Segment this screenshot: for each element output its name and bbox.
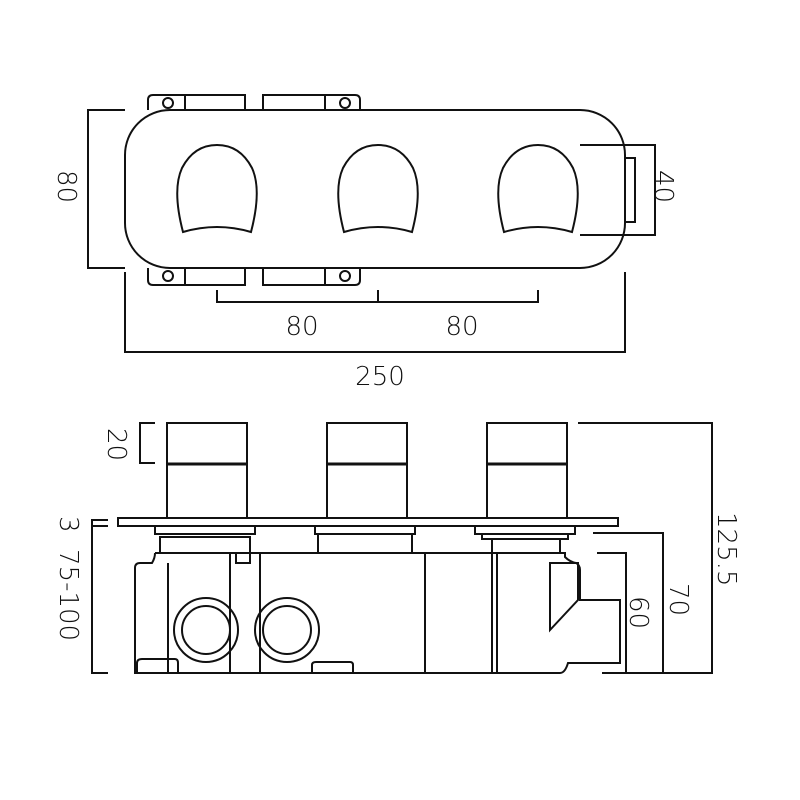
handles-top [176, 143, 579, 234]
side-view: 20 3 75-100 125.5 70 60 [53, 422, 741, 674]
spacing-left-label: 80 [285, 312, 318, 342]
height-dimension-label: 80 [51, 170, 81, 203]
handle-2 [337, 143, 419, 234]
mounting-brackets [147, 94, 361, 286]
handle-1 [176, 143, 258, 234]
top-view: 80 40 80 80 250 [51, 94, 678, 392]
dimension-lines-side [91, 422, 713, 674]
body-depth-label: 70 [663, 583, 693, 616]
handle-height-label: 20 [101, 428, 131, 461]
plate-thickness-label: 3 [53, 516, 83, 533]
spacing-right-label: 80 [445, 312, 478, 342]
faceplate [124, 109, 626, 269]
side-dimension-label: 40 [648, 170, 678, 203]
valve-body [134, 525, 621, 674]
faceplate-side [117, 517, 619, 527]
dimension-lines-top [87, 109, 656, 353]
width-dimension-label: 250 [355, 362, 405, 392]
wall-depth-label: 75-100 [53, 549, 83, 641]
handles-side [166, 422, 568, 519]
handle-3 [497, 143, 579, 234]
total-depth-label: 125.5 [711, 512, 741, 586]
inlet-right [254, 597, 320, 663]
outlet-depth-label: 60 [623, 596, 653, 629]
side-outlet [624, 157, 636, 223]
inlet-left [173, 597, 239, 663]
